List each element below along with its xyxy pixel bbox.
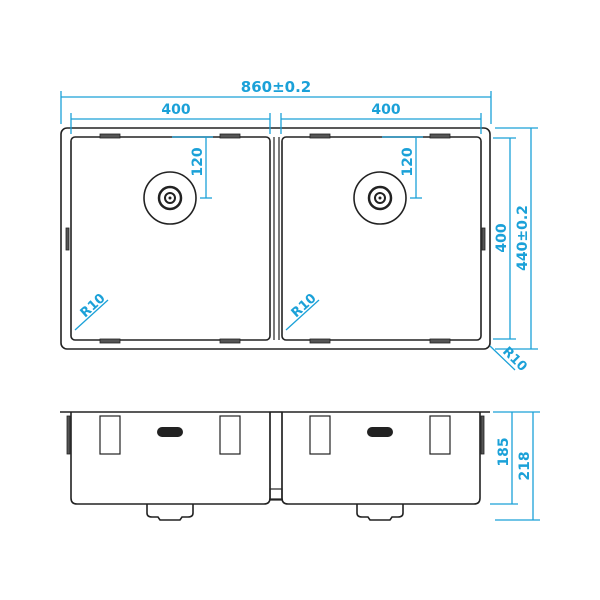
overall-width-label: 860±0.2 bbox=[241, 78, 311, 96]
left-drain-icon bbox=[143, 171, 197, 225]
right-bowl bbox=[281, 136, 482, 341]
clip-icon bbox=[219, 338, 241, 344]
clip-icon bbox=[219, 133, 241, 139]
left-drain-offset-label: 120 bbox=[190, 147, 206, 176]
right-bowl-width-label: 400 bbox=[371, 102, 400, 118]
clip-icon bbox=[99, 338, 121, 344]
right-drain-offset-label: 120 bbox=[400, 147, 416, 176]
overflow-icon bbox=[157, 427, 183, 437]
right-drain-body-icon bbox=[356, 504, 404, 521]
bowl-depth-label: 400 bbox=[494, 223, 510, 252]
right-corner-radius-label: R10 bbox=[289, 291, 320, 321]
sink-outer-rim bbox=[60, 127, 491, 350]
clip-icon bbox=[429, 133, 451, 139]
top-view bbox=[60, 127, 491, 350]
side-dimensions bbox=[490, 411, 540, 521]
left-bowl-width-label: 400 bbox=[161, 102, 190, 118]
clip-icon bbox=[309, 338, 331, 344]
bowl-height-label: 185 bbox=[496, 437, 512, 466]
left-drain-body-icon bbox=[146, 504, 194, 521]
overall-depth-label: 440±0.2 bbox=[515, 205, 531, 271]
overflow-icon bbox=[367, 427, 393, 437]
left-corner-radius-label: R10 bbox=[78, 291, 109, 321]
right-drain-icon bbox=[353, 171, 407, 225]
clip-icon bbox=[429, 338, 451, 344]
overall-height-label: 218 bbox=[517, 451, 533, 480]
top-dimensions bbox=[60, 91, 538, 371]
left-bowl bbox=[70, 136, 271, 341]
clip-icon bbox=[99, 133, 121, 139]
clip-icon bbox=[481, 227, 486, 251]
clip-icon bbox=[65, 227, 70, 251]
side-view bbox=[60, 411, 490, 521]
clip-icon bbox=[309, 133, 331, 139]
